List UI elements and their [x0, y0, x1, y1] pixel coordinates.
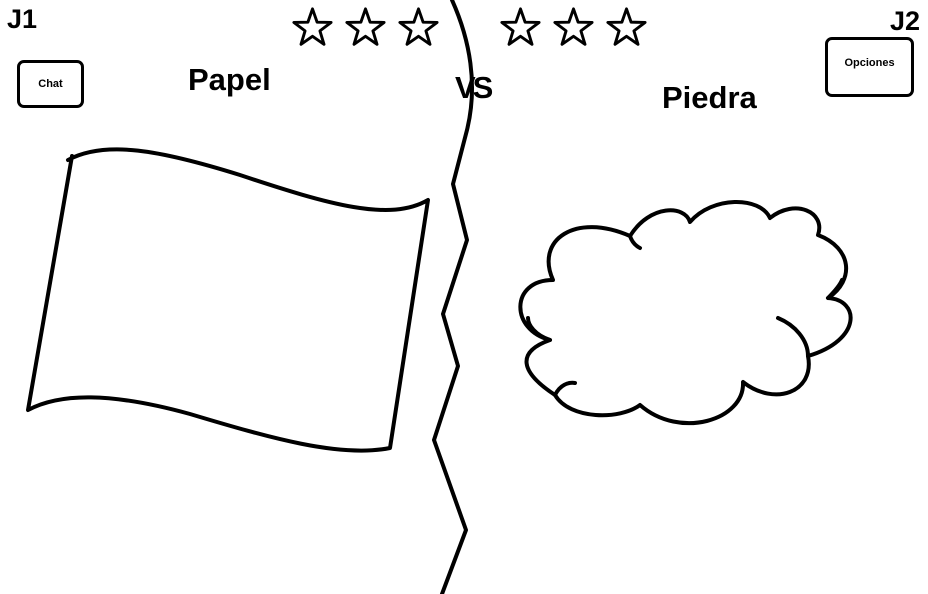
divider-line	[432, 0, 474, 594]
options-button[interactable]: Opciones	[825, 37, 914, 97]
star-outline-icon	[398, 7, 439, 46]
rock-cloud-icon	[518, 200, 853, 426]
player1-tag: J1	[7, 4, 38, 34]
player2-stars	[499, 6, 648, 49]
chat-button[interactable]: Chat	[17, 60, 84, 108]
star-outline-icon	[606, 7, 647, 46]
star-outline-icon	[345, 7, 386, 46]
player1-stars	[291, 6, 440, 49]
versus-label: VS	[455, 70, 493, 105]
player1-choice-label: Papel	[188, 62, 271, 97]
star-outline-icon	[500, 7, 541, 46]
paper-sheet-icon	[26, 147, 430, 453]
star-outline-icon	[292, 7, 333, 46]
player2-choice-label: Piedra	[662, 80, 757, 115]
star-outline-icon	[553, 7, 594, 46]
player2-tag: J2	[890, 6, 921, 36]
